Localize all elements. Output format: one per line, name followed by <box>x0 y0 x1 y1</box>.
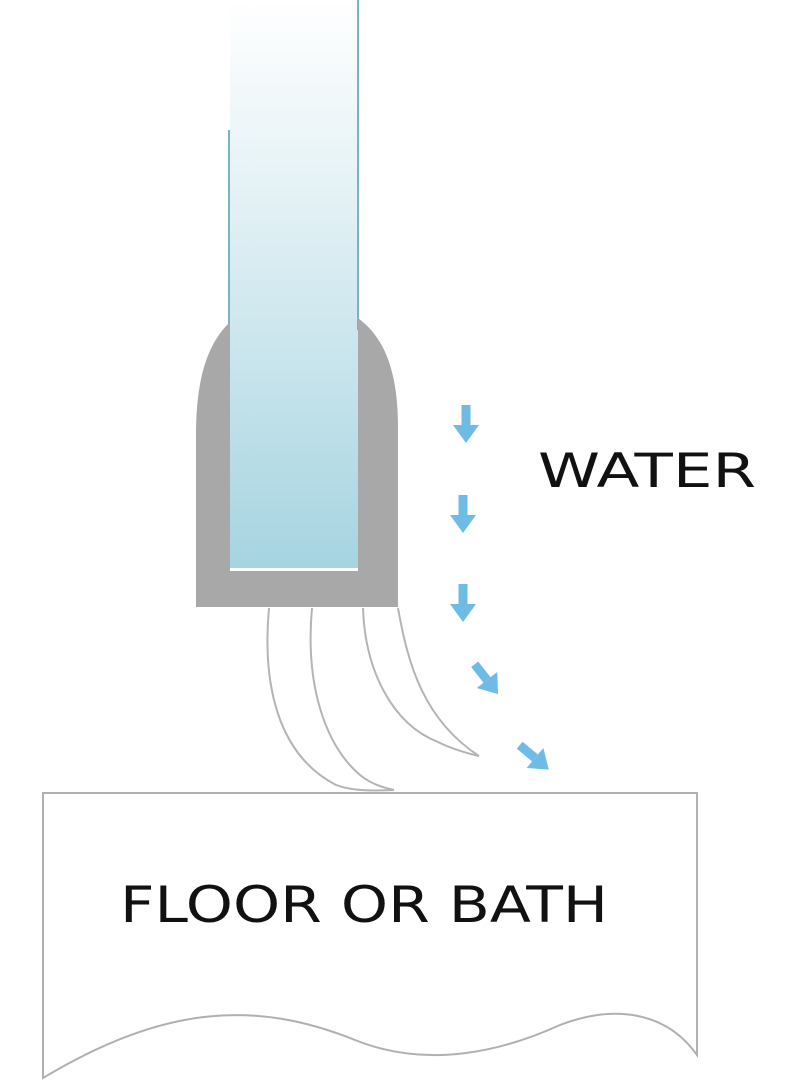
seal-fin <box>266 607 395 792</box>
floor-label: FLOOR OR BATH <box>120 876 608 934</box>
arrow-down-icon <box>450 495 476 533</box>
water-label: WATER <box>538 444 756 499</box>
floor-block <box>42 792 698 1080</box>
seal-fin <box>309 607 395 791</box>
arrow-down-icon <box>464 656 509 703</box>
arrow-down-icon <box>450 584 476 622</box>
seal-fin <box>362 607 480 757</box>
seal-body <box>196 318 398 607</box>
arrow-down-icon <box>511 735 558 780</box>
glass-pane <box>230 0 358 568</box>
glass-panel <box>228 0 359 568</box>
seal-fin <box>397 607 480 757</box>
seal-fins <box>266 607 480 792</box>
arrow-down-icon <box>453 405 479 443</box>
